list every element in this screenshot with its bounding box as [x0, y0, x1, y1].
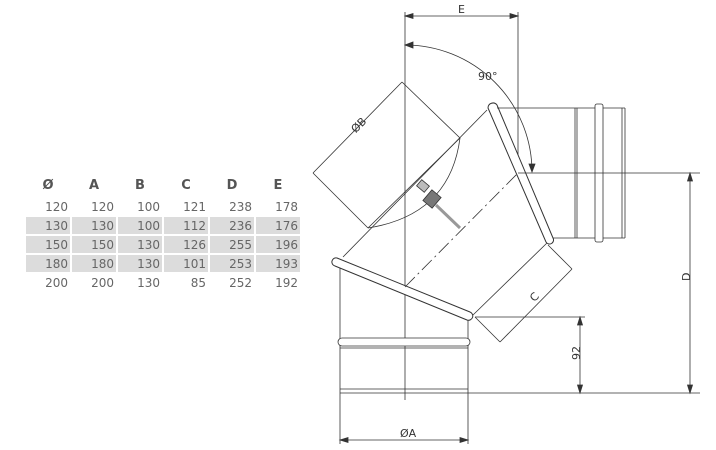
b-dimension-line [312, 81, 403, 174]
damper-handle-icon [416, 179, 462, 230]
col-header-e: E [273, 178, 283, 193]
c-extension-line [474, 316, 501, 343]
col-header-d: D [226, 178, 238, 193]
col-header-c: C [181, 178, 191, 193]
c-extension-line [547, 244, 573, 270]
table-cell: 85 [190, 275, 206, 290]
col-header-diameter: Ø [42, 178, 54, 193]
table-cell: 130 [72, 217, 116, 234]
table-cell: 112 [164, 217, 208, 234]
table-cell: 200 [45, 275, 68, 290]
table-cell: 255 [210, 236, 254, 253]
table-cell: 236 [210, 217, 254, 234]
table-cell: 130 [26, 217, 70, 234]
table-cell: 121 [183, 199, 206, 214]
table-cell: 120 [45, 199, 68, 214]
label-d: D [680, 273, 693, 281]
b-extension-line [312, 172, 369, 229]
label-b: ØB [349, 115, 370, 136]
col-header-a: A [88, 178, 100, 193]
table-header-row: Ø A B C D E [26, 178, 300, 196]
label-angle: 90° [478, 70, 498, 83]
c-dimension-line [499, 268, 573, 343]
table-cell: 192 [275, 275, 298, 290]
table-cell: 196 [256, 236, 300, 253]
table-cell: 200 [91, 275, 114, 290]
label-92: 92 [570, 346, 583, 360]
label-c: C [527, 290, 542, 305]
table-cell: 130 [118, 236, 162, 253]
angle-arrows [403, 41, 536, 174]
table-cell: 126 [164, 236, 208, 253]
table-cell: 193 [256, 255, 300, 272]
table-cell: 238 [229, 199, 252, 214]
table-cell: 120 [91, 199, 114, 214]
table-cell: 150 [26, 236, 70, 253]
table-cell: 252 [229, 275, 252, 290]
table-cell: 178 [275, 199, 298, 214]
angle-arc [404, 44, 533, 173]
table-cell: 180 [26, 255, 70, 272]
table-cell: 101 [164, 255, 208, 272]
bend-centerline [404, 172, 519, 288]
upper-seam-band [487, 102, 554, 245]
table-cell: 180 [72, 255, 116, 272]
table-cell: 100 [137, 199, 160, 214]
b-extension-line [401, 81, 461, 139]
table-cell: 130 [118, 255, 162, 272]
table-cell: 176 [256, 217, 300, 234]
table-cell: 150 [72, 236, 116, 253]
table-row: 120 120 100 121 238 178 [26, 198, 300, 215]
table-row: 200 200 130 85 252 192 [26, 274, 300, 291]
table-cell: 253 [210, 255, 254, 272]
label-e: E [458, 3, 465, 16]
label-a: ØA [400, 427, 417, 440]
e-arrows [403, 12, 520, 20]
table-cell: 100 [118, 217, 162, 234]
table-cell: 130 [137, 275, 160, 290]
col-header-b: B [135, 178, 145, 193]
lower-seam-band [331, 257, 474, 321]
bottom-pipe-section [337, 268, 471, 394]
